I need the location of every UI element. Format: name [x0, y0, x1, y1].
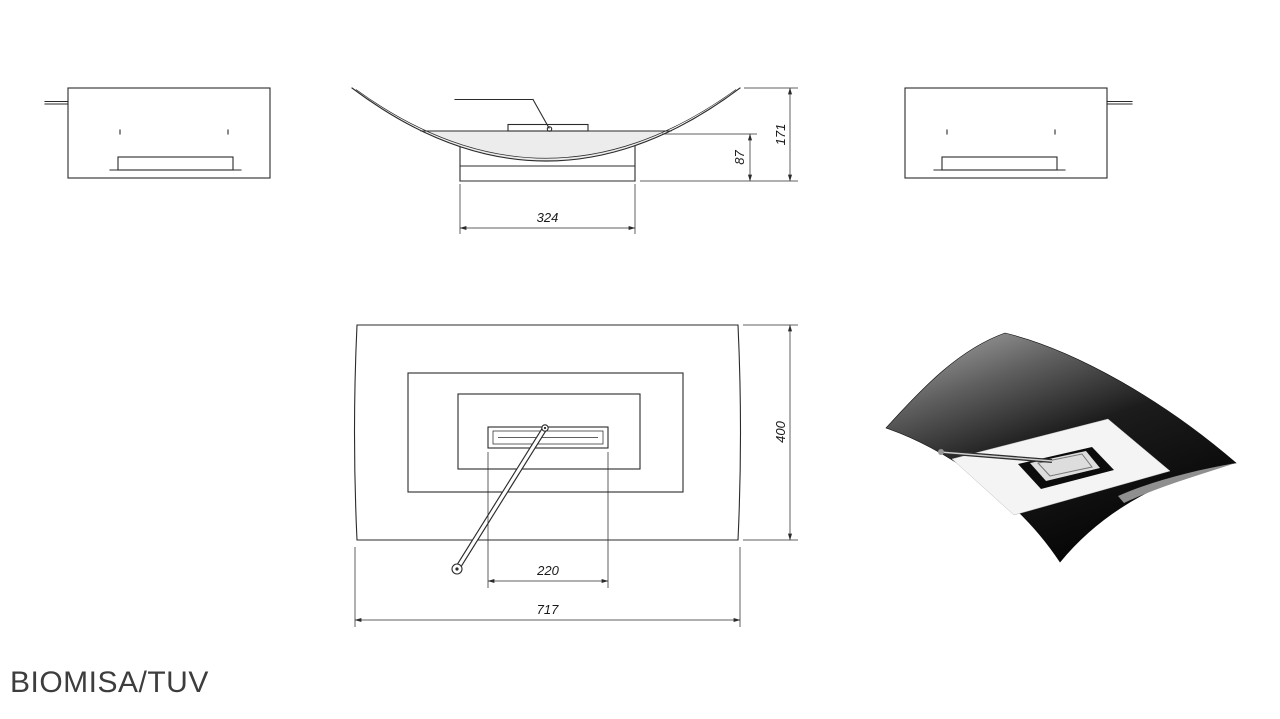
dim-total-height: 171 — [773, 124, 788, 146]
side-left-body — [67, 87, 271, 179]
dim-total-depth: 400 — [773, 420, 788, 442]
side-right-burner-base — [941, 156, 1058, 171]
front-dimensions: 324 87 171 — [459, 87, 798, 234]
lever-pivot — [546, 126, 553, 132]
bowl-outer-curve — [351, 87, 741, 162]
side-right-body — [904, 87, 1108, 179]
sheet-edge-highlight — [1118, 463, 1236, 503]
plan-inner-panel — [457, 393, 641, 470]
plan-dimensions: 220 717 400 — [354, 324, 798, 627]
side-view-left — [44, 87, 271, 179]
side-view-right — [904, 87, 1133, 179]
plan-outline — [353, 324, 742, 541]
product-title: BIOMISA/TUV — [10, 666, 209, 699]
iso-render — [885, 332, 1237, 563]
front-section-view — [351, 87, 741, 182]
dim-burner-height: 87 — [732, 150, 747, 165]
plan-frame — [407, 372, 684, 493]
dim-burner-width: 220 — [536, 563, 559, 578]
side-left-burner-base — [117, 156, 234, 171]
plan-view — [353, 324, 742, 575]
dim-base-width: 324 — [537, 210, 559, 225]
bowl-inner-curve — [355, 89, 737, 159]
dim-total-width: 717 — [537, 602, 559, 617]
